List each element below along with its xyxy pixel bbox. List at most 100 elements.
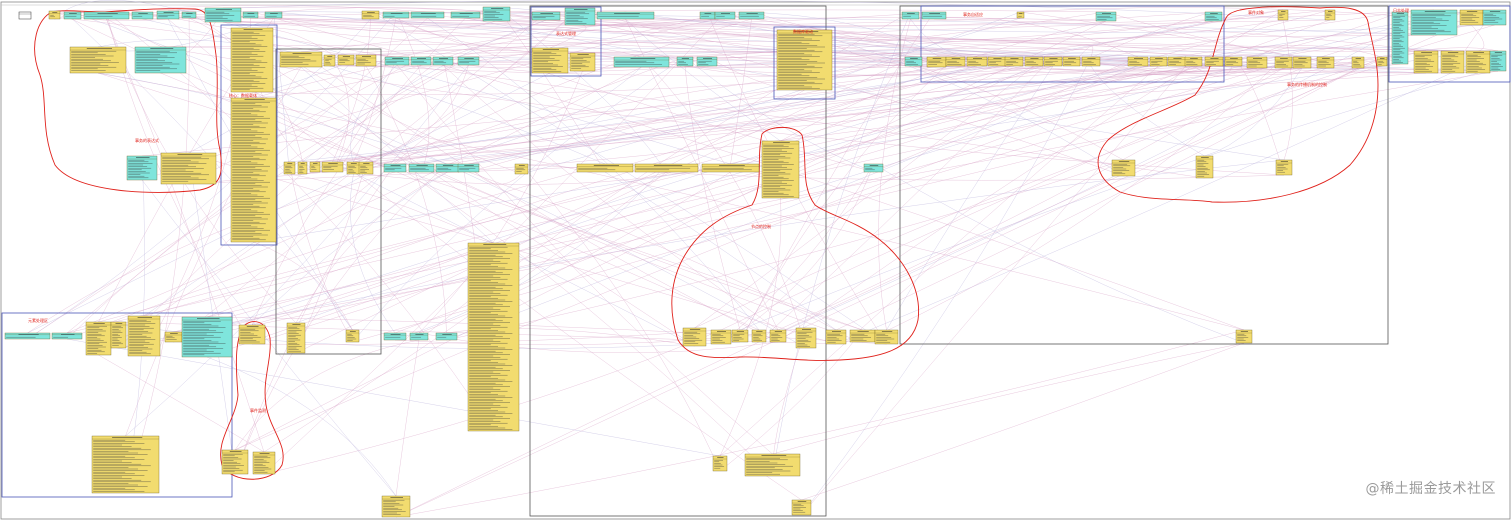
relation-line	[141, 65, 1159, 157]
relation-line	[234, 163, 396, 475]
class-box-rect	[63, 11, 82, 20]
relation-line	[118, 242, 494, 349]
class-box	[1391, 11, 1409, 65]
relation-line	[777, 9, 1284, 343]
class-box	[596, 11, 655, 20]
class-box-rect	[134, 46, 187, 74]
class-box-rect	[181, 316, 233, 358]
class-box	[1410, 9, 1458, 36]
class-box-rect	[457, 56, 480, 66]
class-box	[126, 155, 158, 181]
class-box	[355, 54, 377, 67]
relation-line	[234, 163, 448, 475]
class-box	[926, 56, 947, 68]
class-box	[1195, 155, 1214, 179]
relation-line	[273, 11, 290, 175]
relation-line	[98, 11, 547, 356]
relation-line	[955, 50, 1427, 75]
outline-transaction-expression	[34, 8, 222, 193]
class-box-rect	[564, 7, 596, 26]
class-box	[701, 163, 760, 173]
class-box-rect	[156, 10, 180, 20]
class-box	[1081, 56, 1101, 67]
relation-line	[801, 342, 1245, 501]
class-box	[164, 331, 183, 343]
package-center	[529, 5, 827, 517]
class-box	[238, 324, 266, 345]
class-box	[849, 329, 876, 343]
class-box	[1324, 9, 1336, 21]
class-box-rect	[410, 56, 432, 66]
class-box-rect	[381, 495, 411, 518]
relation-line	[465, 17, 1285, 161]
class-box-rect	[230, 27, 274, 93]
relation-line	[295, 65, 1139, 324]
class-box-rect	[410, 11, 445, 19]
class-box	[696, 56, 718, 67]
class-box	[230, 97, 277, 243]
class-box	[450, 11, 481, 19]
relation-line	[545, 9, 1435, 26]
class-box-rect	[1224, 56, 1243, 67]
relation-line	[295, 171, 448, 324]
class-box	[309, 161, 321, 173]
relation-line	[173, 65, 1383, 333]
class-box	[410, 56, 432, 66]
relation-line	[54, 10, 169, 21]
class-box-rect	[1413, 50, 1439, 74]
relation-line	[394, 163, 667, 341]
relation-line	[98, 354, 265, 453]
class-box	[1024, 56, 1044, 67]
relation-line	[1090, 65, 1205, 157]
watermark: @稀土掘金技术社区	[1365, 481, 1496, 497]
relation-line	[329, 9, 1331, 67]
annotation-element-area: 元素处理区	[28, 317, 48, 323]
relation-line	[314, 56, 978, 173]
package-expression	[530, 6, 602, 77]
class-box	[337, 54, 355, 66]
class-box-rect	[1489, 50, 1507, 72]
relation-line	[720, 163, 874, 345]
class-box-rect	[1127, 56, 1149, 67]
class-box	[204, 7, 242, 23]
class-box-rect	[283, 161, 296, 175]
relation-line	[289, 161, 353, 343]
class-box	[1204, 11, 1223, 22]
relation-line	[521, 163, 721, 472]
class-box-rect	[531, 47, 569, 74]
class-box-rect	[110, 321, 127, 349]
class-box	[744, 453, 801, 477]
class-box	[408, 163, 435, 173]
class-box	[264, 11, 283, 19]
relation-line	[365, 65, 447, 334]
class-box	[1292, 56, 1312, 69]
annotation-core-data: 核心：数据载体	[229, 92, 257, 98]
relation-line	[739, 56, 956, 343]
class-box	[676, 56, 694, 67]
class-box	[279, 51, 323, 68]
relation-line	[396, 18, 726, 58]
class-box	[1413, 50, 1439, 74]
class-box-rect	[383, 332, 407, 341]
class-box	[181, 11, 197, 19]
package-frames	[1, 5, 1511, 517]
relation-line	[27, 171, 396, 334]
class-box	[531, 11, 561, 21]
class-box	[69, 46, 127, 74]
relation-line	[188, 56, 1258, 185]
annotation-db-driver: 数据库驱动	[793, 28, 813, 34]
class-box	[381, 495, 411, 518]
relation-line	[772, 342, 1245, 455]
class-box	[91, 435, 160, 494]
class-box-rect	[696, 56, 718, 67]
relation-line	[780, 20, 1107, 142]
relation-line	[468, 56, 914, 173]
package-element-area	[1, 312, 233, 498]
class-box	[776, 29, 833, 91]
relation-line	[143, 65, 1054, 317]
class-box	[751, 329, 767, 343]
relation-line	[395, 339, 420, 497]
class-box	[514, 163, 529, 175]
